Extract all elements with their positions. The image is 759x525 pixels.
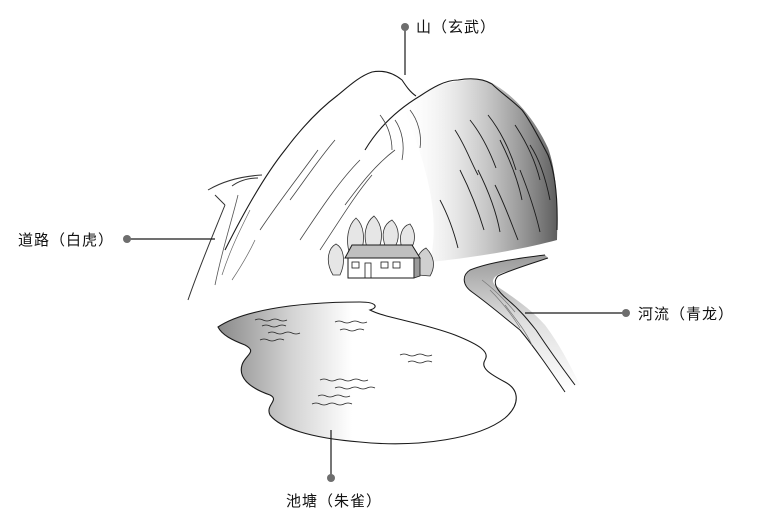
pond — [217, 301, 517, 445]
river — [463, 254, 580, 393]
label-road: 道路（白虎） — [18, 231, 115, 249]
mountain — [224, 70, 558, 270]
label-river: 河流（青龙） — [638, 305, 735, 323]
house — [344, 244, 421, 279]
road — [187, 174, 263, 301]
label-mountain: 山（玄武） — [416, 18, 497, 36]
callouts — [123, 23, 630, 482]
label-pond: 池塘（朱雀） — [286, 492, 383, 510]
